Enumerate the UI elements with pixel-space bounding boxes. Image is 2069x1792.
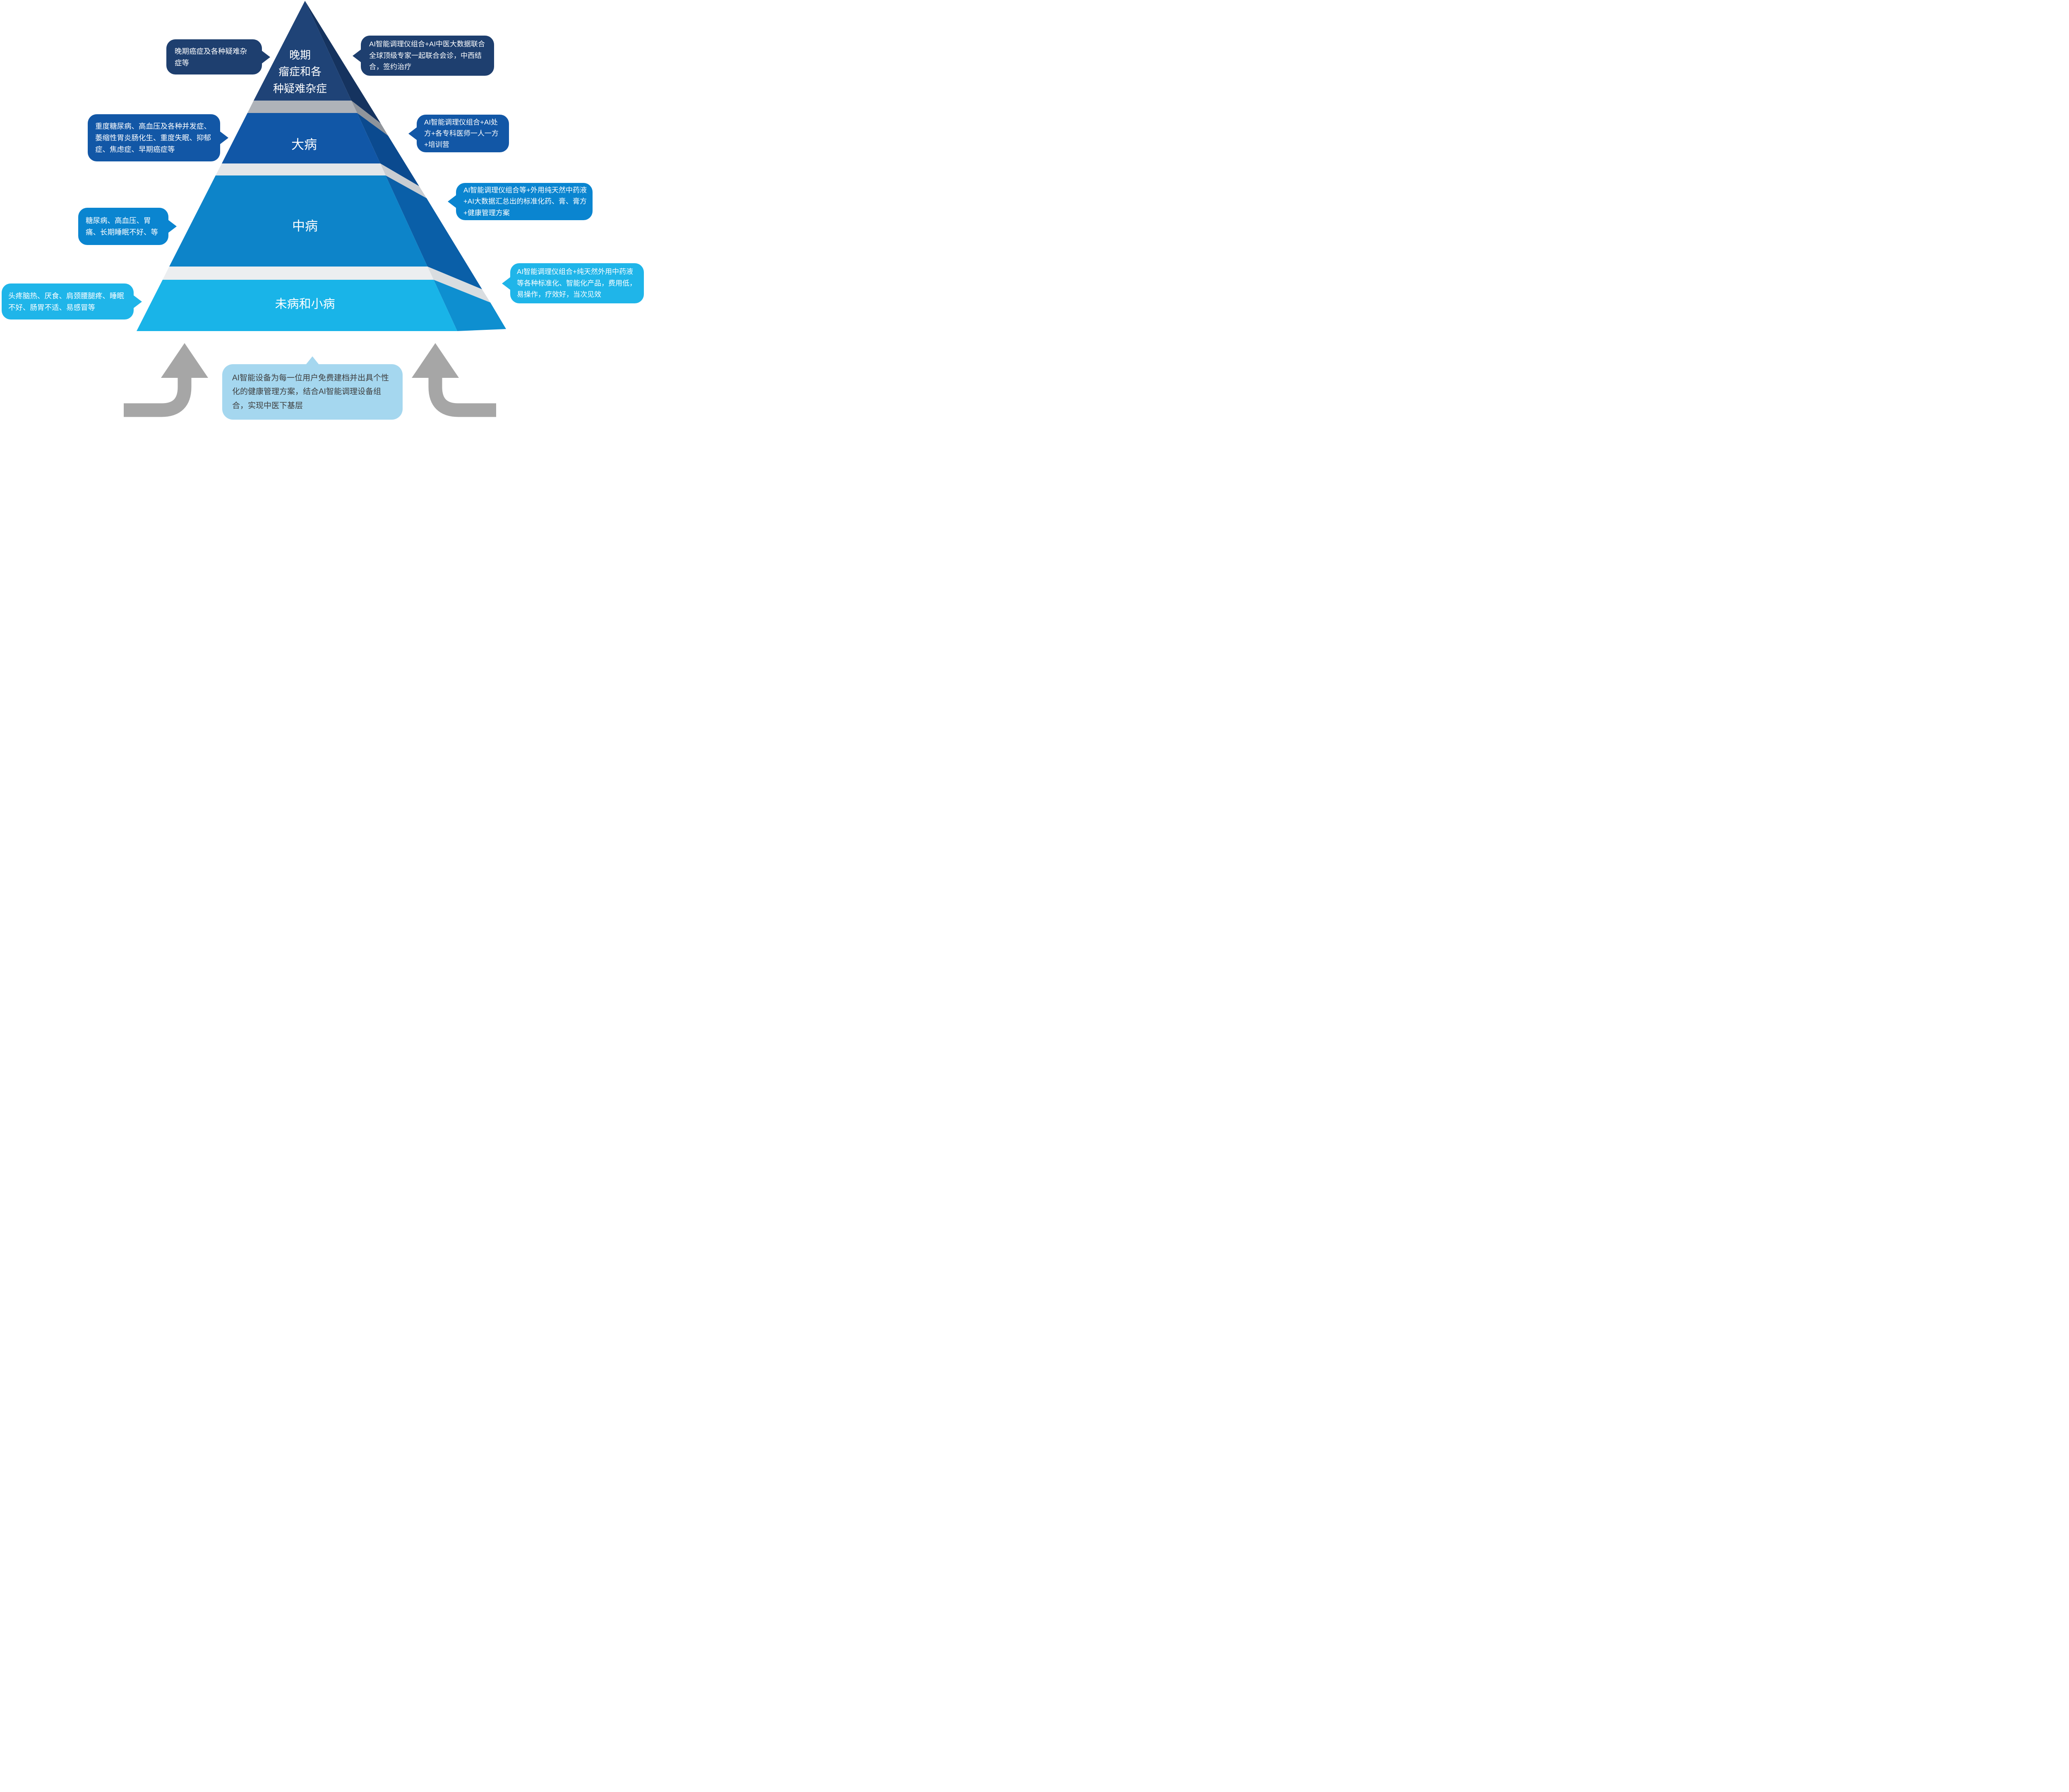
callout-bottom-note: AI智能设备为每一位用户免费建档并出具个性化的健康管理方案，结合AI智能调理设备… <box>222 356 403 420</box>
callout-right-level-1-text: AI智能调理仪组合+AI中医大数据联合全球顶级专家一起联合会诊，中西结合，签约治… <box>369 40 485 71</box>
pyramid-separator-1-front <box>247 101 357 113</box>
callout-tail-left-icon <box>448 195 456 208</box>
callout-right-level-4: AI智能调理仪组合+纯天然外用中药液等各种标准化、智能化产品，费用低，易操作，疗… <box>502 263 644 303</box>
right-up-arrow-shaft <box>428 373 496 417</box>
pyramid-level-1-label: 晚期 瘤症和各 种疑难杂症 <box>273 49 327 95</box>
pyramid-separator-2-side <box>380 163 427 198</box>
callout-left-level-1: 晚期癌症及各种疑难杂症等 <box>166 39 270 74</box>
pyramid-level-1-side <box>305 1 381 123</box>
right-up-arrow-head-icon <box>412 343 459 378</box>
left-up-arrow-shaft <box>124 373 192 417</box>
pyramid-level-3-label: 中病 <box>292 219 318 233</box>
callout-tail-right-icon <box>168 220 177 233</box>
pyramid-and-arrows-graphic <box>124 1 506 417</box>
left-up-arrow-head-icon <box>161 343 208 378</box>
pyramid-level-2-front <box>222 113 380 163</box>
callout-left-level-4-text: 头疼脑热、厌食、肩颈腰腿疼、睡眠不好、肠胃不适、易感冒等 <box>8 291 124 312</box>
pyramid-separator-2-front <box>216 163 386 175</box>
infographic-canvas: 晚期 瘤症和各 种疑难杂症 大病 中病 未病和小病 晚期癌症及各种疑难杂症等 重… <box>0 0 649 420</box>
callout-bottom-note-text: AI智能设备为每一位用户免费建档并出具个性化的健康管理方案，结合AI智能调理设备… <box>232 374 389 410</box>
callout-left-level-1-text: 晚期癌症及各种疑难杂症等 <box>175 47 247 67</box>
callout-right-level-2-text: AI智能调理仪组合+AI处方+各专科医师一人一方+培训营 <box>424 118 499 149</box>
pyramid-level-3-front <box>169 175 427 267</box>
callout-right-level-2: AI智能调理仪组合+AI处方+各专科医师一人一方+培训营 <box>408 115 509 152</box>
callout-tail-right-icon <box>262 50 270 64</box>
callout-tail-left-icon <box>408 127 417 140</box>
pyramid-separator-1-side <box>351 101 388 136</box>
pyramid-level-3-side <box>386 175 482 289</box>
pyramid-level-1-front <box>254 1 351 101</box>
pyramid-level-2-side <box>357 113 419 186</box>
callout-right-level-3-text: AI智能调理仪组合等+外用纯天然中药液+AI大数据汇总出的标准化药、膏、膏方+健… <box>463 186 587 217</box>
pyramid-level-2-label: 大病 <box>291 137 317 152</box>
callout-left-level-3-text: 糖尿病、高血压、胃痛、长期睡眠不好、等 <box>86 216 158 236</box>
callout-tail-right-icon <box>220 131 228 144</box>
callout-left-level-2: 重度糖尿病、高血压及各种并发症、萎缩性胃炎肠化生、重度失眠、抑郁症、焦虑症、早期… <box>88 114 228 161</box>
callout-right-level-3: AI智能调理仪组合等+外用纯天然中药液+AI大数据汇总出的标准化药、膏、膏方+健… <box>448 183 593 220</box>
callout-left-level-4: 头疼脑热、厌食、肩颈腰腿疼、睡眠不好、肠胃不适、易感冒等 <box>2 283 142 319</box>
callout-tail-right-icon <box>133 295 142 308</box>
callout-tail-left-icon <box>502 276 511 290</box>
callout-tail-up-icon <box>306 356 319 365</box>
callout-left-level-3: 糖尿病、高血压、胃痛、长期睡眠不好、等 <box>78 208 177 245</box>
callout-tail-left-icon <box>353 49 361 62</box>
pyramid-level-4-label: 未病和小病 <box>275 298 335 311</box>
callout-left-level-2-text: 重度糖尿病、高血压及各种并发症、萎缩性胃炎肠化生、重度失眠、抑郁症、焦虑症、早期… <box>95 122 211 154</box>
pyramid-separator-3-side <box>427 267 490 303</box>
pyramid-level-4-side <box>434 280 506 331</box>
pyramid-separator-3-front <box>163 267 434 280</box>
pyramid-level-4-front <box>137 280 457 331</box>
callout-right-level-1: AI智能调理仪组合+AI中医大数据联合全球顶级专家一起联合会诊，中西结合，签约治… <box>353 36 494 76</box>
callout-right-level-4-text: AI智能调理仪组合+纯天然外用中药液等各种标准化、智能化产品，费用低，易操作，疗… <box>517 268 636 299</box>
